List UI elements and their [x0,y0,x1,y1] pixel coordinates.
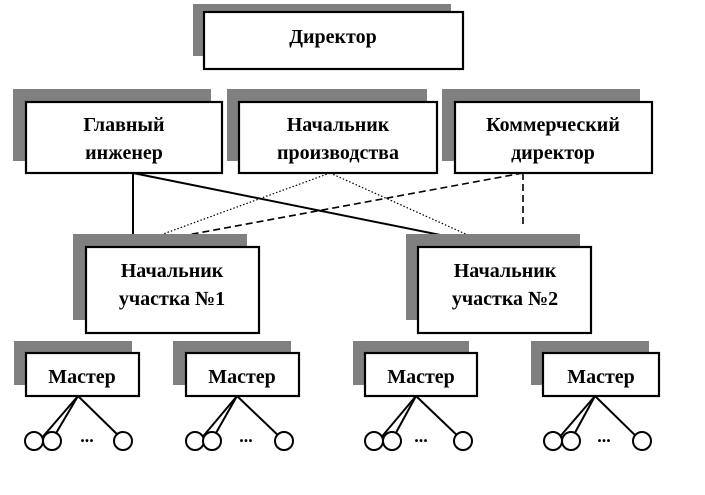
worker-circle [42,431,62,451]
worker-line [594,395,641,441]
worker-line [236,395,284,441]
master-node-2: Мастер [173,341,301,398]
worker-line [39,395,79,441]
connectors [132,172,524,246]
director-node: Директор [193,4,465,71]
worker-circle [274,431,294,451]
worker-ellipsis: ... [597,426,611,446]
master-node-3: Мастер [353,341,479,398]
worker-circle [382,431,402,451]
worker-circle [453,431,473,451]
worker-line [378,395,417,441]
production-head-label-line2: производства [277,142,399,164]
worker-circle [543,431,563,451]
worker-circle [185,431,205,451]
section-head-1-label-line1: Начальник [121,260,224,282]
commercial-director-node: Коммерческий директор [442,89,654,175]
worker-circle [202,431,222,451]
worker-ellipsis: ... [239,426,253,446]
worker-ellipsis: ... [414,426,428,446]
worker-line [199,395,238,441]
chief-engineer-label-line1: Главный [83,114,164,136]
section-head-2-label-line2: участка №2 [452,288,558,310]
worker-ellipsis: ... [80,426,94,446]
section-head-2-node: Начальник участка №2 [406,234,593,335]
worker-line [556,395,596,441]
director-label: Директор [289,26,377,48]
workers-group-1: ... [24,395,133,451]
worker-circle [632,431,652,451]
production-head-node: Начальник производства [227,89,439,175]
section-head-1-label-line2: участка №1 [119,288,225,310]
worker-circle [113,431,133,451]
worker-circle [364,431,384,451]
worker-circle [561,431,581,451]
master-4-label: Мастер [567,366,635,388]
section-head-2-label-line1: Начальник [454,260,557,282]
worker-line [415,395,463,441]
chief-engineer-node: Главный инженер [13,89,224,175]
commercial-director-label-line2: директор [511,142,595,164]
workers-group-3: ... [364,395,473,451]
line-commercial-to-section1 [132,172,524,246]
line-production-to-section2 [329,172,491,246]
worker-line [77,395,124,441]
workers-group-2: ... [185,395,294,451]
master-2-label: Мастер [208,366,276,388]
section-head-1-node: Начальник участка №1 [73,234,261,335]
worker-circle [24,431,44,451]
chief-engineer-label-line2: инженер [85,142,163,164]
production-head-label-line1: Начальник [287,114,390,136]
master-3-label: Мастер [387,366,455,388]
commercial-director-label-line1: Коммерческий [486,114,620,136]
line-engineer-to-section2 [132,172,491,246]
master-node-1: Мастер [14,341,141,398]
workers-group-4: ... [543,395,652,451]
master-1-label: Мастер [48,366,116,388]
master-node-4: Мастер [531,341,661,398]
